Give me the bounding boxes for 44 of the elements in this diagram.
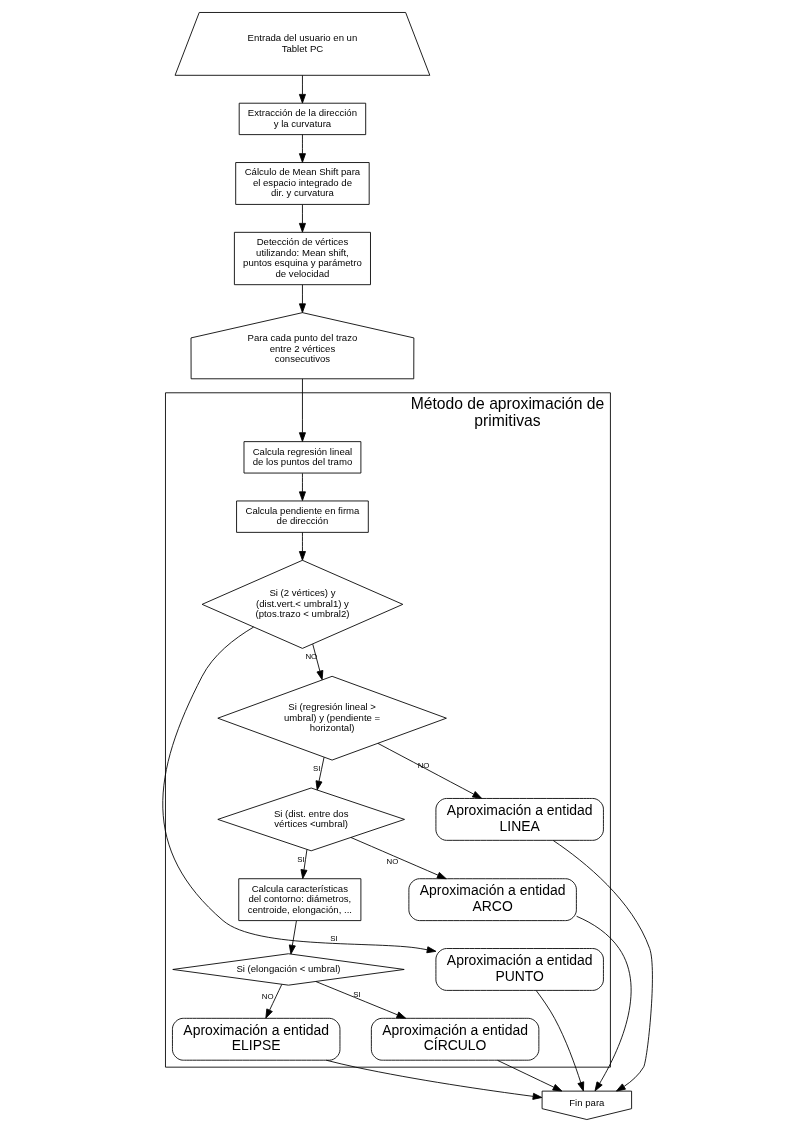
arrow xyxy=(162,626,437,954)
arrow xyxy=(298,378,306,442)
arrow xyxy=(315,756,325,791)
node-diamond: Si (dist. entre dos vértices <umbral) xyxy=(217,787,405,852)
node-box: Calcula pendiente en firma de dirección xyxy=(236,500,369,533)
edge-label: SI xyxy=(297,854,305,864)
arrow xyxy=(535,990,585,1092)
node-box: Aproximación a entidad CÍRCULO xyxy=(370,1017,540,1061)
edge-label: NO xyxy=(417,761,430,771)
arrow xyxy=(288,920,297,955)
arrow xyxy=(552,840,653,1092)
arrow xyxy=(300,849,308,880)
edge-label: SI xyxy=(353,990,361,1000)
arrow xyxy=(265,984,283,1019)
edge-label: SI xyxy=(330,934,338,944)
arrow xyxy=(298,532,306,561)
node-box: Aproximación a entidad ELIPSE xyxy=(172,1017,341,1061)
node-box: Extracción de la dirección y la curvatura xyxy=(238,102,367,136)
edge-label: NO xyxy=(305,652,318,662)
arrow xyxy=(298,284,306,313)
arrow xyxy=(298,75,306,104)
arrow xyxy=(576,915,632,1092)
node-box: Calcula regresión lineal de los puntos del tramo xyxy=(243,441,362,474)
node-box: Calcula características del contorno: diámetros, centroide, elongación, ... xyxy=(238,878,362,922)
arrow xyxy=(298,204,306,233)
arrow xyxy=(298,472,306,501)
arrow xyxy=(315,981,407,1019)
edge-label: NO xyxy=(386,857,399,867)
arrow xyxy=(298,134,306,163)
arrow xyxy=(497,1059,563,1092)
node-box: Cálculo de Mean Shift para el espacio integrado de dir. y curvatura xyxy=(235,162,370,205)
node-box: Aproximación a entidad PUNTO xyxy=(435,948,604,991)
edge-label: SI xyxy=(313,763,321,773)
node-box: Detección de vértices utilizando: Mean shift, puntos esquina y parámetro de velocidad xyxy=(233,231,371,286)
node-diamond: Si (elongación < umbral) xyxy=(172,953,405,986)
node-diamond: Si (regresión lineal > umbral) y (pendiente = horizontal) xyxy=(217,675,447,761)
node-box: Aproximación a entidad ARCO xyxy=(408,878,577,922)
node-diamond: Si (2 vértices) y (dist.vert.< umbral1) y (ptos.trazo < umbral2) xyxy=(201,559,404,649)
edge-label: NO xyxy=(261,991,274,1001)
arrow xyxy=(350,837,447,880)
arrow xyxy=(325,1059,543,1100)
node-box: Aproximación a entidad LINEA xyxy=(435,798,604,841)
arrow xyxy=(312,643,324,681)
arrow xyxy=(377,742,482,799)
